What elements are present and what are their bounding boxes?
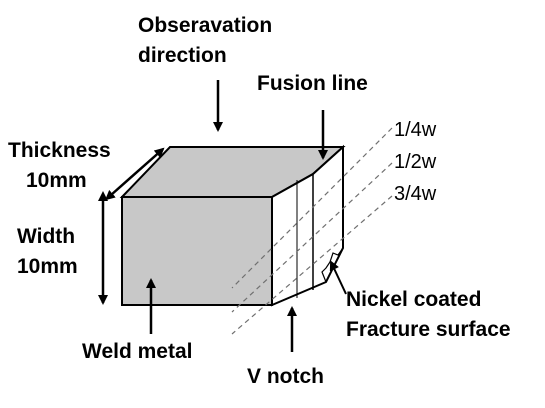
plane-1-2w-label: 1/2w bbox=[394, 151, 437, 173]
nickel-coated-label-line2: Fracture surface bbox=[346, 318, 511, 341]
plane-1-4w-label: 1/4w bbox=[394, 119, 437, 141]
observation-direction-label-line2: direction bbox=[138, 44, 227, 67]
thickness-label-line1: Thickness bbox=[8, 139, 111, 162]
specimen-front-face bbox=[121, 196, 273, 306]
thickness-label-line2: 10mm bbox=[26, 169, 87, 192]
plane-1-2w-line bbox=[231, 162, 393, 313]
nickel-coated-leader bbox=[329, 260, 347, 295]
fusion-line-label: Fusion line bbox=[257, 72, 368, 95]
width-label-line1: Width bbox=[17, 225, 76, 248]
nickel-coated-label-line1: Nickel coated bbox=[346, 288, 482, 311]
plane-1-4w-line bbox=[231, 127, 393, 289]
weld-metal-label: Weld metal bbox=[82, 340, 193, 363]
plane-3-4w-label: 3/4w bbox=[394, 183, 437, 205]
v-notch-label: V notch bbox=[247, 365, 324, 388]
width-label-line2: 10mm bbox=[17, 255, 78, 278]
observation-direction-label-line1: Obseravation bbox=[138, 14, 273, 37]
thickness-dimension-arrow bbox=[105, 147, 165, 201]
